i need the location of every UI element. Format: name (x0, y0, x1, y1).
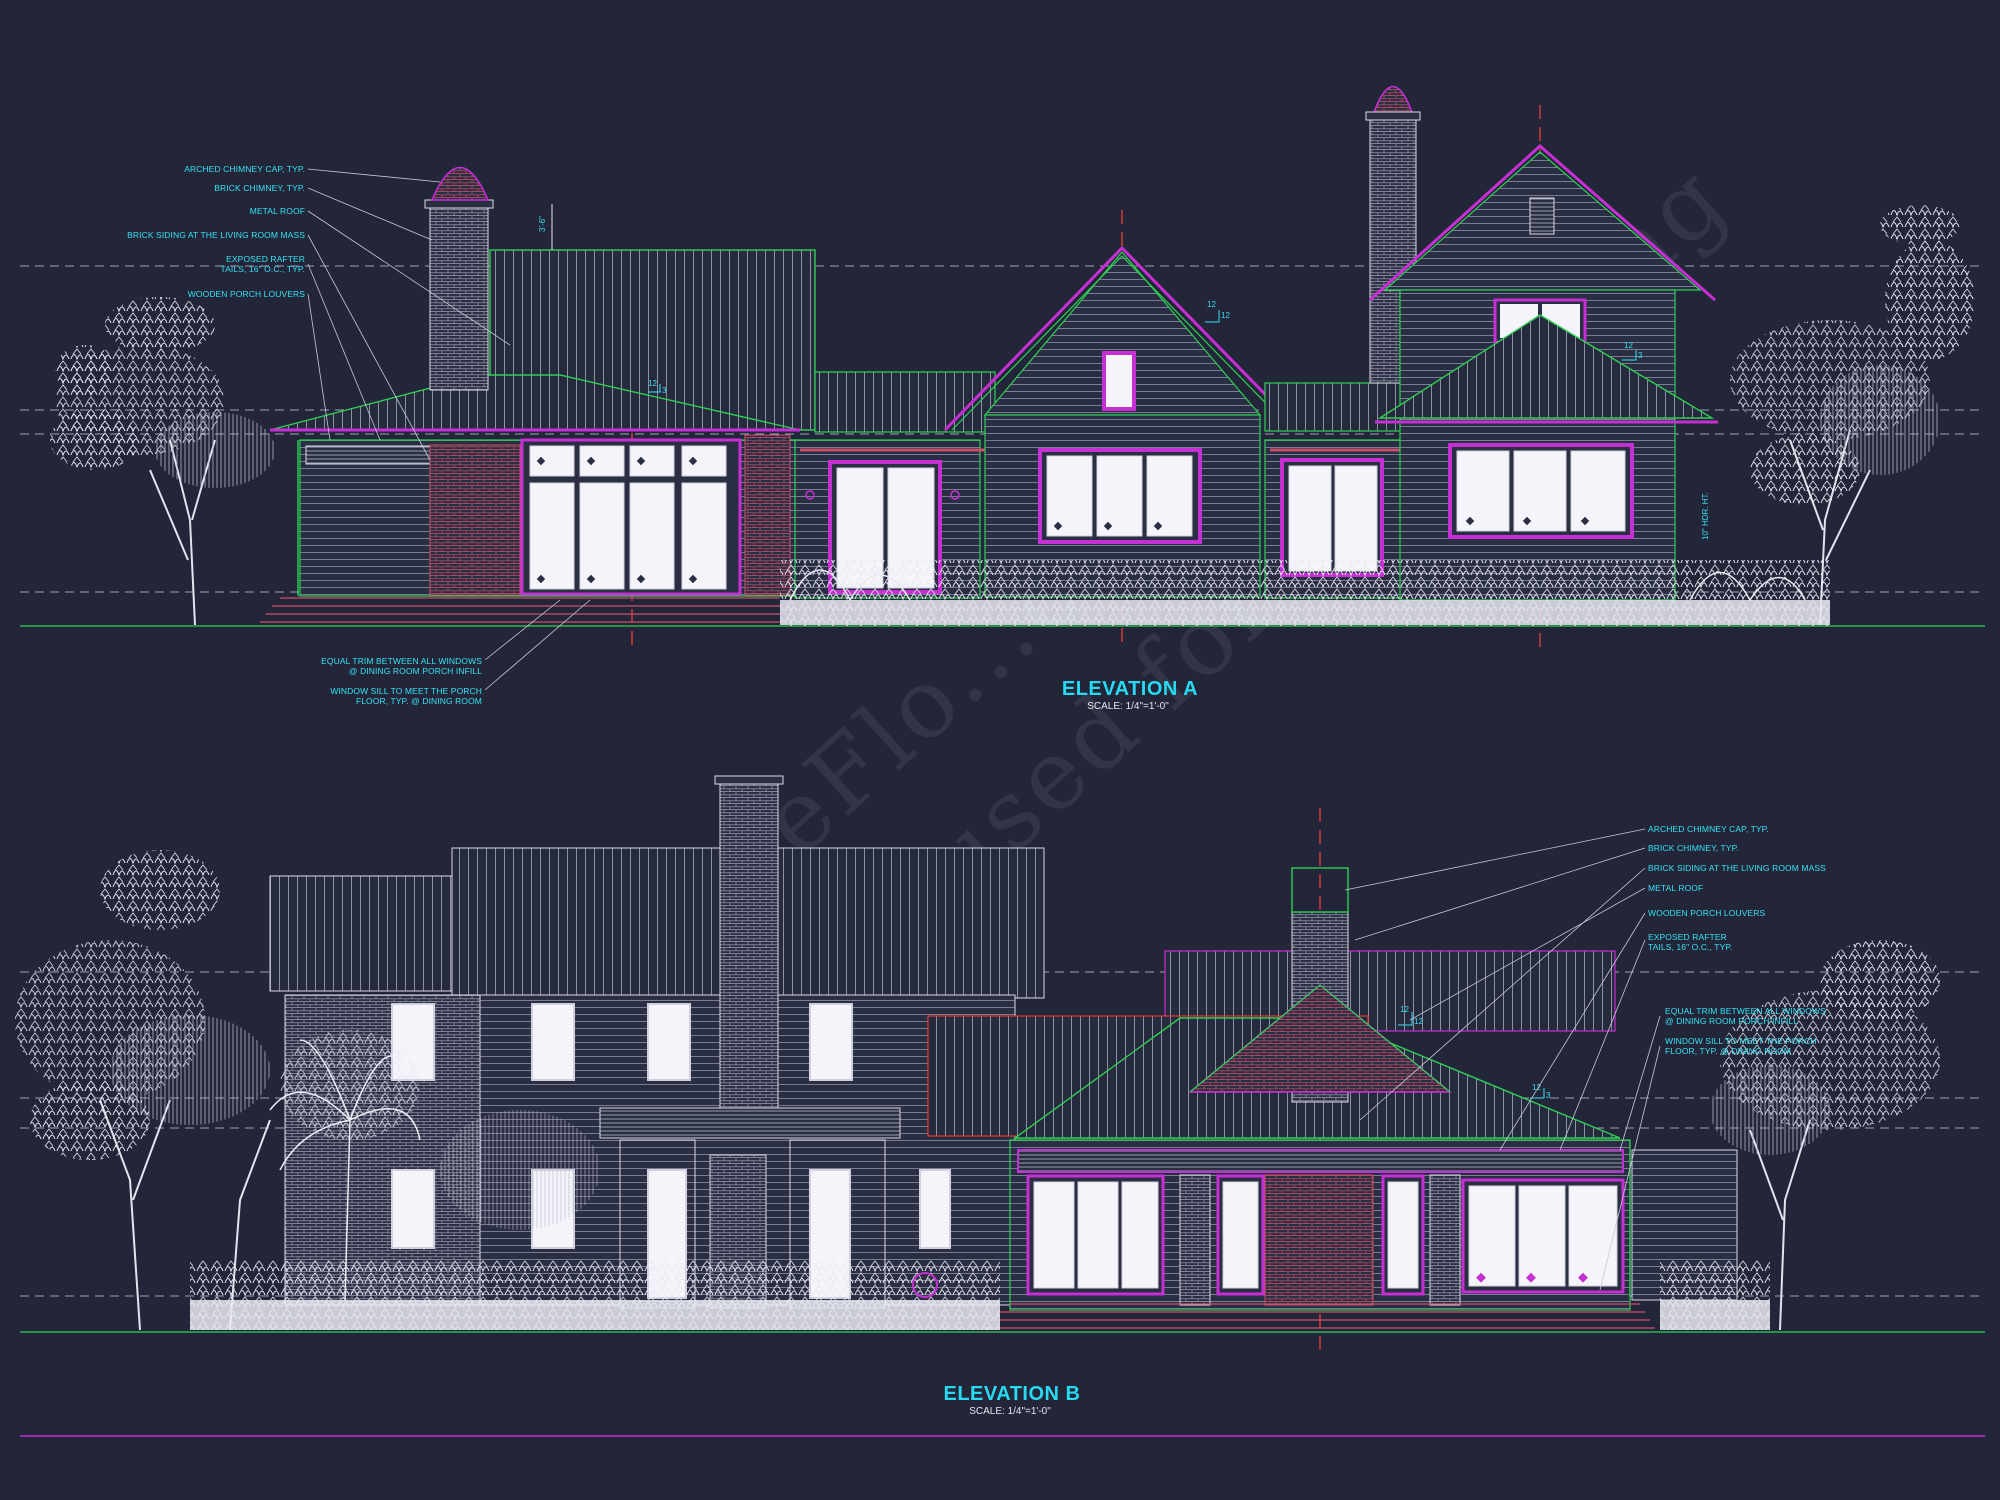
tree-left-b (15, 850, 271, 1331)
elevation-a: 3'-6" 10" HDR. HT. 12 3 12 12 12 3 (20, 85, 1985, 712)
pitch-label: 12 (1207, 300, 1216, 309)
callout-equal-trim: EQUAL TRIM BETWEEN ALL WINDOWS (321, 656, 482, 666)
callouts-left-a: ARCHED CHIMNEY CAP, TYP. BRICK CHIMNEY, … (127, 164, 591, 706)
tree-right-a (1730, 205, 1975, 626)
callout-rafter-tails: TAILS, 16" O.C., TYP. (221, 264, 306, 274)
callout-equal-trim: EQUAL TRIM BETWEEN ALL WINDOWS (1665, 1006, 1826, 1016)
pitch-label: 12 (1532, 1083, 1541, 1092)
callout-exposed-rafter: EXPOSED RAFTER (1648, 932, 1727, 942)
pitch-label: 12 (1414, 1017, 1423, 1026)
callout-brick-chimney: BRICK CHIMNEY, TYP. (1648, 843, 1739, 853)
left-block-b (269, 775, 1045, 1309)
callout-equal-trim-2: @ DINING ROOM PORCH INFILL (1665, 1016, 1798, 1026)
callout-porch-louvers: WOODEN PORCH LOUVERS (188, 289, 305, 299)
callout-arched-chimney-cap: ARCHED CHIMNEY CAP, TYP. (184, 164, 305, 174)
pitch-label: 3 (1546, 1091, 1551, 1100)
elevation-a-scale: SCALE: 1/4"=1'-0" (1087, 701, 1169, 712)
right-wing-a (1264, 85, 1718, 601)
callout-window-sill: WINDOW SILL TO MEET THE PORCH (1665, 1036, 1817, 1046)
pitch-label: 12 (648, 379, 657, 388)
callout-rafter-tails: TAILS, 16" O.C., TYP. (1648, 942, 1733, 952)
elevation-b-scale: SCALE: 1/4"=1'-0" (969, 1406, 1051, 1417)
callout-brick-siding: BRICK SIDING AT THE LIVING ROOM MASS (1648, 863, 1826, 873)
callouts-right-b: ARCHED CHIMNEY CAP, TYP. BRICK CHIMNEY, … (1344, 824, 1826, 1291)
callout-porch-louvers: WOODEN PORCH LOUVERS (1648, 908, 1765, 918)
pitch-label: 3 (1638, 351, 1643, 360)
dimension-a: 3'-6" 10" HDR. HT. (538, 204, 1710, 540)
roof-pitch-symbols-b: 12 12 12 3 (1398, 1005, 1551, 1100)
pitch-label: 3 (662, 386, 667, 395)
roof-pitch-symbols-a: 12 3 12 12 12 3 (648, 300, 1643, 395)
elevation-b-title: ELEVATION B (944, 1383, 1081, 1405)
callout-exposed-rafter: EXPOSED RAFTER (226, 254, 305, 264)
callout-brick-siding: BRICK SIDING AT THE LIVING ROOM MASS (127, 230, 305, 240)
shrubs-a (780, 560, 1830, 626)
right-block-b (927, 867, 1738, 1329)
callout-metal-roof: METAL ROOF (1648, 883, 1703, 893)
callout-brick-chimney: BRICK CHIMNEY, TYP. (214, 183, 305, 193)
callout-equal-trim-2: @ DINING ROOM PORCH INFILL (349, 666, 482, 676)
height-note: 10" HDR. HT. (1701, 492, 1710, 540)
tree-right-b (1710, 940, 1940, 1331)
callout-metal-roof: METAL ROOF (250, 206, 305, 216)
center-gable-a (943, 245, 1302, 598)
callout-window-sill-2: FLOOR, TYP. @ DINING ROOM (356, 696, 482, 706)
dimension-label: 3'-6" (538, 216, 547, 232)
shrubs-b (190, 1260, 1770, 1330)
tree-left-a (50, 297, 275, 626)
elevation-a-title: ELEVATION A (1062, 678, 1198, 700)
callout-window-sill-2: FLOOR, TYP. @ DINING ROOM (1665, 1046, 1791, 1056)
pitch-label: 12 (1221, 311, 1230, 320)
elevation-b: 12 12 12 3 ARCHED CHIMNEY CAP, TYP. BRIC… (15, 775, 1985, 1437)
callout-window-sill: WINDOW SILL TO MEET THE PORCH (330, 686, 482, 696)
left-wing-a (260, 166, 816, 623)
pitch-label: 12 (1400, 1005, 1409, 1014)
callout-arched-chimney-cap: ARCHED CHIMNEY CAP, TYP. (1648, 824, 1769, 834)
pitch-label: 12 (1624, 341, 1633, 350)
